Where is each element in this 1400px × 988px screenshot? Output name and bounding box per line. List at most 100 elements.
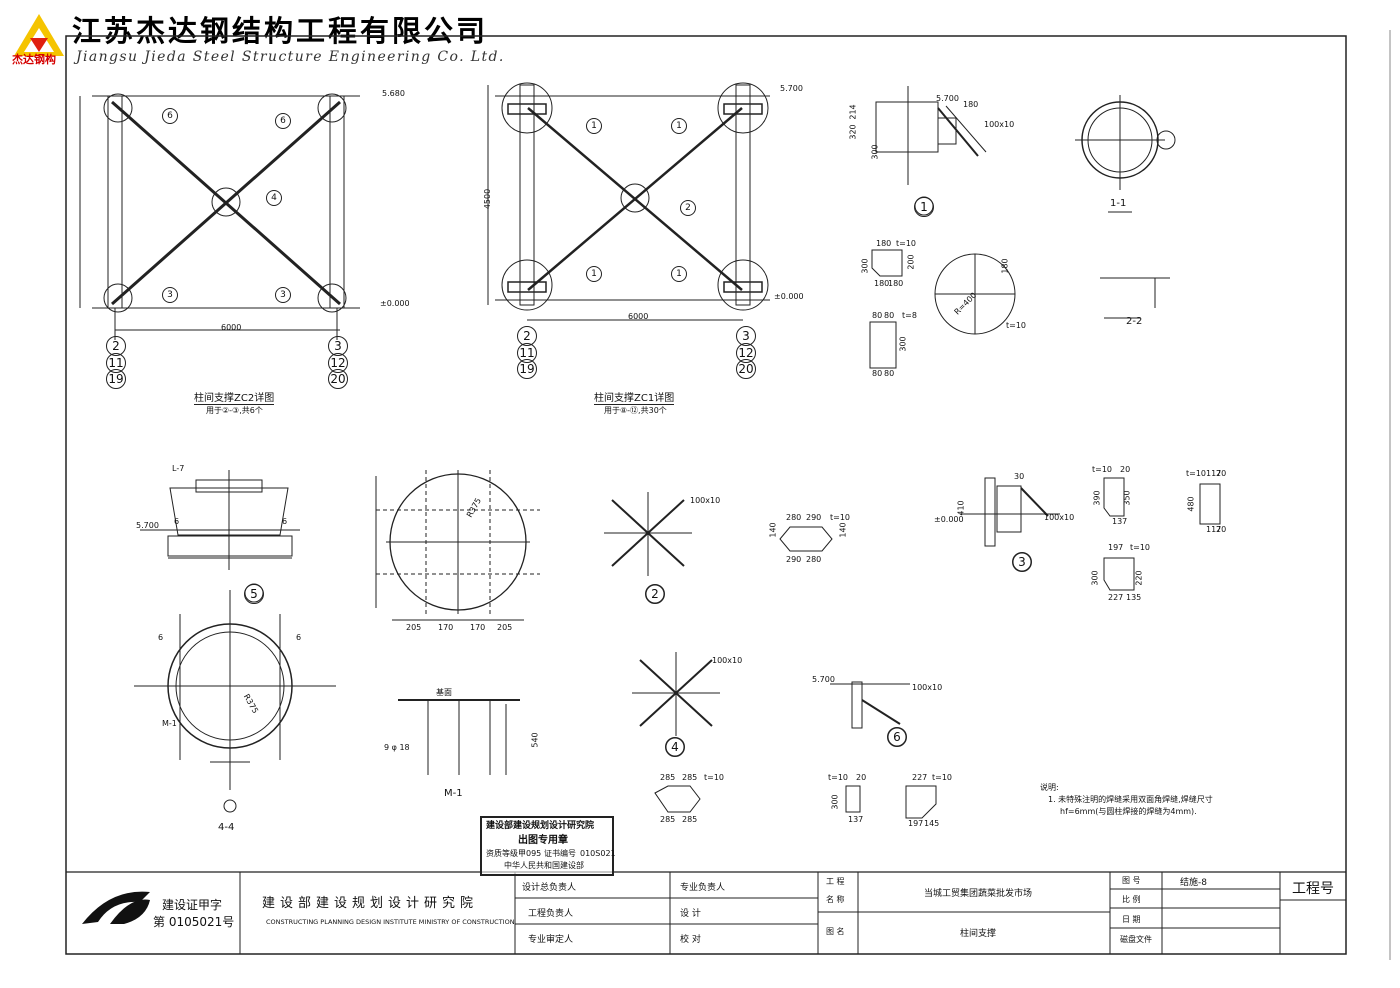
plate-a-dim-15: 180 bbox=[1000, 258, 1010, 274]
plate-8-dim-5: 117 bbox=[1206, 525, 1222, 534]
approval-stamp: 建设部建设规划设计研究院 出图专用章 资质等级 甲095 证书编号 010S02… bbox=[480, 816, 616, 876]
detail-1-dim-4: 320 bbox=[848, 124, 858, 140]
zc1-span: 6000 bbox=[628, 312, 649, 321]
plate-7-dim-5: 137 bbox=[1112, 517, 1128, 526]
field-disk-file: 磁盘文件 bbox=[1120, 935, 1152, 944]
plate-4-dim-3: 140 bbox=[768, 522, 778, 538]
plate-7-dim-3: 390 bbox=[1092, 490, 1102, 506]
logo-text: 杰达钢构 bbox=[12, 53, 56, 66]
zc2-mark-2: 6 bbox=[275, 113, 291, 129]
plate-7-dim-2: 20 bbox=[1120, 465, 1131, 474]
plate-9-dim-4: 137 bbox=[848, 815, 864, 824]
plate-6-dim-4: 285 bbox=[660, 815, 676, 824]
plate-5-dim-5: 227 bbox=[1108, 593, 1124, 602]
institute-name-cn: 建设部建设规划设计研究院 bbox=[262, 896, 479, 911]
stamp-line-6: 中华人民共和国建设部 bbox=[504, 861, 584, 870]
plate-7-dim-4: 350 bbox=[1122, 490, 1132, 506]
plate-m1-label: M-1 bbox=[444, 788, 463, 799]
plate-a-dim-14: t=10 bbox=[1006, 321, 1027, 330]
zc2-axis-right-3: 20 bbox=[328, 369, 348, 389]
zc1-caption: 柱间支撑ZC1详图 bbox=[594, 389, 675, 405]
plate-5-dim-6: 135 bbox=[1126, 593, 1142, 602]
role-2: 工程负责人 bbox=[528, 909, 574, 919]
plate-6-dim-1: 285 bbox=[660, 773, 676, 782]
plate-6-dim-2: 285 bbox=[682, 773, 698, 782]
plate-8-dim-2: 117 bbox=[1206, 469, 1222, 478]
plate-6-dim-5: 285 bbox=[682, 815, 698, 824]
notes-line-2: hf=6mm(与圆柱焊接的焊缝为4mm). bbox=[1060, 807, 1197, 816]
plate-4-dim-2: 290 bbox=[806, 513, 822, 522]
zc1-mark-5: 1 bbox=[671, 266, 687, 282]
plate-a-dim-10: 300 bbox=[898, 336, 908, 352]
section-1-1-label: 1-1 bbox=[1110, 198, 1127, 209]
field-date: 日 期 bbox=[1122, 915, 1141, 924]
role-6: 校 对 bbox=[680, 935, 701, 945]
zc2-caption: 柱间支撑ZC2详图 bbox=[194, 389, 275, 405]
company-name-cn: 江苏杰达钢结构工程有限公司 bbox=[72, 14, 489, 48]
notes-line-1: 1. 未特殊注明的焊缝采用双面角焊缝,焊缝尺寸 bbox=[1048, 795, 1213, 804]
detail-1-dim-3: 100x10 bbox=[984, 120, 1015, 129]
plate-m1-top-label: 基面 bbox=[436, 688, 452, 697]
plate-10-dim-1: 227 bbox=[912, 773, 928, 782]
detail-3-label: 3 bbox=[1012, 552, 1032, 572]
detail-3-dim-3: 100x10 bbox=[1044, 513, 1075, 522]
detail-3-linework bbox=[960, 477, 1060, 572]
section-4-4-dim-2: 6 bbox=[296, 633, 302, 642]
title-block-lines bbox=[66, 871, 1346, 954]
plate-m1-dim-2: 170 bbox=[438, 623, 454, 632]
zc2-subcaption: 用于②-③,共6个 bbox=[206, 406, 263, 415]
cert-label: 建设证甲字 bbox=[162, 898, 223, 912]
company-logo-icon bbox=[14, 14, 64, 56]
section-2-2-label: 2-2 bbox=[1126, 316, 1143, 327]
notes-heading: 说明: bbox=[1040, 783, 1059, 792]
plate-4-dim-6: 280 bbox=[806, 555, 822, 564]
zc2-elev-bot: ±0.000 bbox=[380, 299, 410, 308]
drawing-number: 结施-8 bbox=[1180, 878, 1207, 888]
zc1-height: 4500 bbox=[483, 188, 493, 210]
zc2-mark-1: 6 bbox=[162, 108, 178, 124]
project-label-1: 工 程 bbox=[826, 877, 845, 886]
detail-1-dim-6: 214 bbox=[848, 104, 858, 120]
detail-1-dim-5: 300 bbox=[870, 144, 880, 160]
section-1-1-linework bbox=[1075, 95, 1176, 213]
stamp-line-1: 建设部建设规划设计研究院 bbox=[486, 821, 595, 831]
drawing-label: 图 名 bbox=[826, 927, 845, 936]
project-number-label: 工程号 bbox=[1292, 881, 1334, 897]
role-4: 专业负责人 bbox=[680, 883, 726, 893]
detail-3-dim-2: 410 bbox=[956, 500, 966, 516]
plate-9-dim-3: 300 bbox=[830, 794, 840, 810]
plate-10-dim-2: t=10 bbox=[932, 773, 953, 782]
plates-right-linework bbox=[1103, 477, 1221, 591]
plate-a-dim-3: 300 bbox=[860, 258, 870, 274]
plate-m1-dim-1: 205 bbox=[406, 623, 422, 632]
institute-name-en: CONSTRUCTING PLANNING DESIGN INSTITUTE M… bbox=[266, 918, 515, 926]
detail-1-label: 1 bbox=[914, 197, 934, 217]
role-1: 设计总负责人 bbox=[522, 883, 577, 893]
plate-m1-rebar: 9 φ 18 bbox=[384, 743, 410, 752]
plate-10-dim-3: 197 bbox=[908, 819, 924, 828]
plate-a-dim-8: 80 bbox=[872, 311, 883, 320]
zc1-frame bbox=[487, 82, 770, 321]
project-label-2: 名 称 bbox=[826, 895, 845, 904]
plate-a-dim-12: 80 bbox=[884, 369, 895, 378]
zc2-mark-4: 3 bbox=[162, 287, 178, 303]
plate-5-dim-1: 197 bbox=[1108, 543, 1124, 552]
plate-5-dim-2: t=10 bbox=[1130, 543, 1151, 552]
detail-5-label: 5 bbox=[244, 584, 264, 604]
plate-8-dim-4: 480 bbox=[1186, 496, 1196, 512]
plate-a-dim-4: 200 bbox=[906, 254, 916, 270]
cert-number: 第 0105021号 bbox=[153, 915, 235, 929]
plates-a-linework bbox=[869, 249, 1170, 369]
plate-m1-linework bbox=[375, 470, 540, 775]
plate-m1-length: 540 bbox=[530, 732, 540, 748]
plates-bottom-linework bbox=[654, 785, 937, 819]
zc2-span: 6000 bbox=[221, 323, 242, 332]
zc1-mark-4: 1 bbox=[586, 266, 602, 282]
drawing-name: 柱间支撑 bbox=[960, 929, 997, 939]
company-header: 杰达钢构 江苏杰达钢结构工程有限公司 Jiangsu Jieda Steel S… bbox=[0, 0, 700, 70]
company-name-en: Jiangsu Jieda Steel Structure Engineerin… bbox=[76, 49, 505, 65]
field-scale: 比 例 bbox=[1122, 895, 1141, 904]
detail-2-label: 2 bbox=[645, 584, 665, 604]
role-5: 设 计 bbox=[680, 909, 701, 919]
detail-5-linework bbox=[140, 470, 300, 603]
